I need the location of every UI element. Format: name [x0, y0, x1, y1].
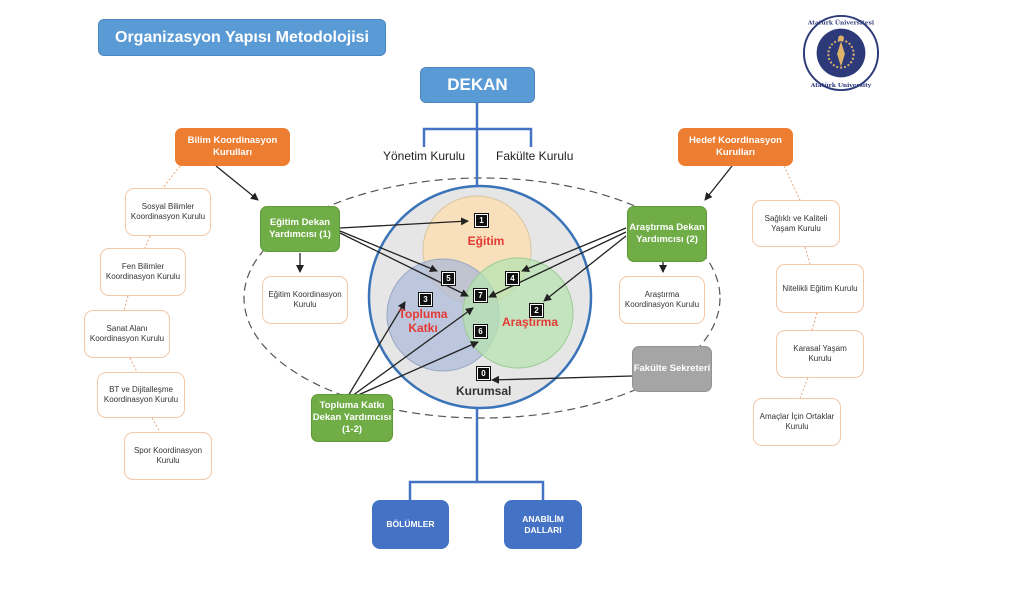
top-org-connectors: [422, 103, 533, 186]
fakulte-kurulu-label[interactable]: Fakülte Kurulu: [496, 149, 574, 163]
dekan-box[interactable]: DEKAN: [420, 67, 535, 103]
venn-number-badge: 0: [476, 366, 491, 381]
yonetim-kurulu-label[interactable]: Yönetim Kurulu: [383, 149, 466, 163]
left-council-item[interactable]: BT ve Dijitalleşme Koordinasyon Kurulu: [97, 372, 185, 418]
arastirma-vice-dean[interactable]: Araştırma Dekan Yardımcısı (2): [627, 206, 707, 262]
arastirma-coordination-council[interactable]: Araştırma Koordinasyon Kurulu: [619, 276, 705, 324]
venn-topluma-line2: Katkı: [408, 321, 438, 336]
venn-number-badge: 2: [529, 303, 544, 318]
left-council-item[interactable]: Sosyal Bilimler Koordinasyon Kurulu: [125, 188, 211, 236]
fakulte-sekreteri-box[interactable]: Fakülte Sekreteri: [632, 346, 712, 392]
egitim-coordination-council[interactable]: Eğitim Koordinasyon Kurulu: [262, 276, 348, 324]
bolumler-box[interactable]: BÖLÜMLER: [372, 500, 449, 549]
left-council-item[interactable]: Spor Koordinasyon Kurulu: [124, 432, 212, 480]
bottom-org-connectors: [408, 408, 545, 500]
venn-arastirma-circle: [462, 257, 574, 369]
bilim-koordinasyon-header[interactable]: Bilim Koordinasyon Kurulları: [175, 128, 290, 166]
logo-text-bottom: Atatürk University: [810, 82, 872, 89]
venn-number-badge: 6: [473, 324, 488, 339]
relation-arrows: [215, 165, 733, 397]
dashed-scope-ellipse: [243, 177, 721, 419]
right-council-item[interactable]: Sağlıklı ve Kaliteli Yaşam Kurulu: [752, 200, 840, 247]
venn-kurumsal-label: Kurumsal: [456, 384, 512, 398]
venn-topluma-label: Topluma Katkı: [395, 307, 451, 336]
council-chain-lines: [123, 165, 818, 433]
venn-number-badge: 7: [473, 288, 488, 303]
left-council-item[interactable]: Sanat Alanı Koordinasyon Kurulu: [84, 310, 170, 358]
venn-egitim-label: Eğitim: [467, 234, 505, 248]
venn-number-badge: 5: [441, 271, 456, 286]
venn-topluma-line1: Topluma: [398, 307, 448, 321]
right-council-item[interactable]: Nitelikli Eğitim Kurulu: [776, 264, 864, 313]
left-council-item[interactable]: Fen Bilimler Koordinasyon Kurulu: [100, 248, 186, 296]
venn-arastirma-label: Araştırma: [501, 315, 559, 329]
venn-number-badge: 4: [505, 271, 520, 286]
right-council-item[interactable]: Amaçlar İçin Ortaklar Kurulu: [753, 398, 841, 446]
logo-text-top: Atatürk Üniversitesi: [807, 20, 875, 27]
right-council-item[interactable]: Karasal Yaşam Kurulu: [776, 330, 864, 378]
anabilim-dallari-box[interactable]: ANABİLİM DALLARI: [504, 500, 582, 549]
topluma-katki-vice-dean[interactable]: Topluma Katkı Dekan Yardımcısı (1-2): [311, 394, 393, 442]
egitim-vice-dean[interactable]: Eğitim Dekan Yardımcısı (1): [260, 206, 340, 252]
hedef-koordinasyon-header[interactable]: Hedef Koordinasyon Kurulları: [678, 128, 793, 166]
venn-number-badge: 3: [418, 292, 433, 307]
university-seal-icon: Atatürk Üniversitesi Atatürk University: [802, 14, 880, 92]
page-title: Organizasyon Yapısı Metodolojisi: [98, 19, 386, 56]
venn-number-badge: 1: [474, 213, 489, 228]
